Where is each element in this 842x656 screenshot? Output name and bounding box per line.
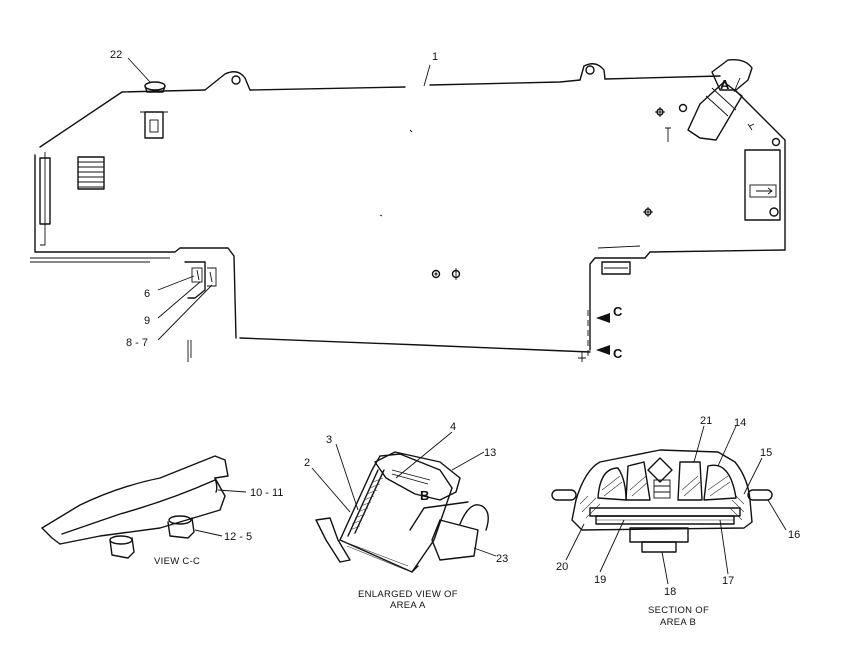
caption-section-line1: SECTION OF xyxy=(648,605,709,616)
callout-12-5: 12 - 5 xyxy=(224,531,252,543)
callout-14: 14 xyxy=(734,417,746,429)
callout-23: 23 xyxy=(496,553,508,565)
enlarged-view-area-a xyxy=(311,431,497,573)
callout-2: 2 xyxy=(304,457,310,469)
callout-8-7: 8 - 7 xyxy=(126,337,148,349)
callout-4: 4 xyxy=(450,421,456,433)
callout-20: 20 xyxy=(556,561,568,573)
callout-6: 6 xyxy=(144,288,150,300)
caption-enlarged-line1: ENLARGED VIEW OF xyxy=(358,589,458,600)
callout-17: 17 xyxy=(722,575,734,587)
callout-9: 9 xyxy=(144,315,150,327)
callout-18: 18 xyxy=(664,586,676,598)
caption-section-line2: AREA B xyxy=(660,617,696,628)
main-leaders xyxy=(127,57,741,341)
marker-view-c-bottom: C xyxy=(613,346,623,361)
marker-area-b: B xyxy=(420,488,429,503)
callout-13: 13 xyxy=(484,447,496,459)
callout-21: 21 xyxy=(700,415,712,427)
callout-22: 22 xyxy=(110,49,122,61)
callout-10-11: 10 - 11 xyxy=(250,487,283,499)
main-assembly xyxy=(30,58,786,362)
section-area-b xyxy=(551,425,787,585)
callout-3: 3 xyxy=(326,434,332,446)
callout-19: 19 xyxy=(594,574,606,586)
callout-16: 16 xyxy=(788,529,800,541)
caption-enlarged-line2: AREA A xyxy=(390,600,426,611)
caption-view-cc: VIEW C-C xyxy=(154,556,200,567)
marker-area-a: A xyxy=(720,77,730,92)
view-cc-detail xyxy=(41,455,247,559)
callout-15: 15 xyxy=(760,447,772,459)
callout-1: 1 xyxy=(432,51,438,63)
marker-view-c-top: C xyxy=(613,304,623,319)
